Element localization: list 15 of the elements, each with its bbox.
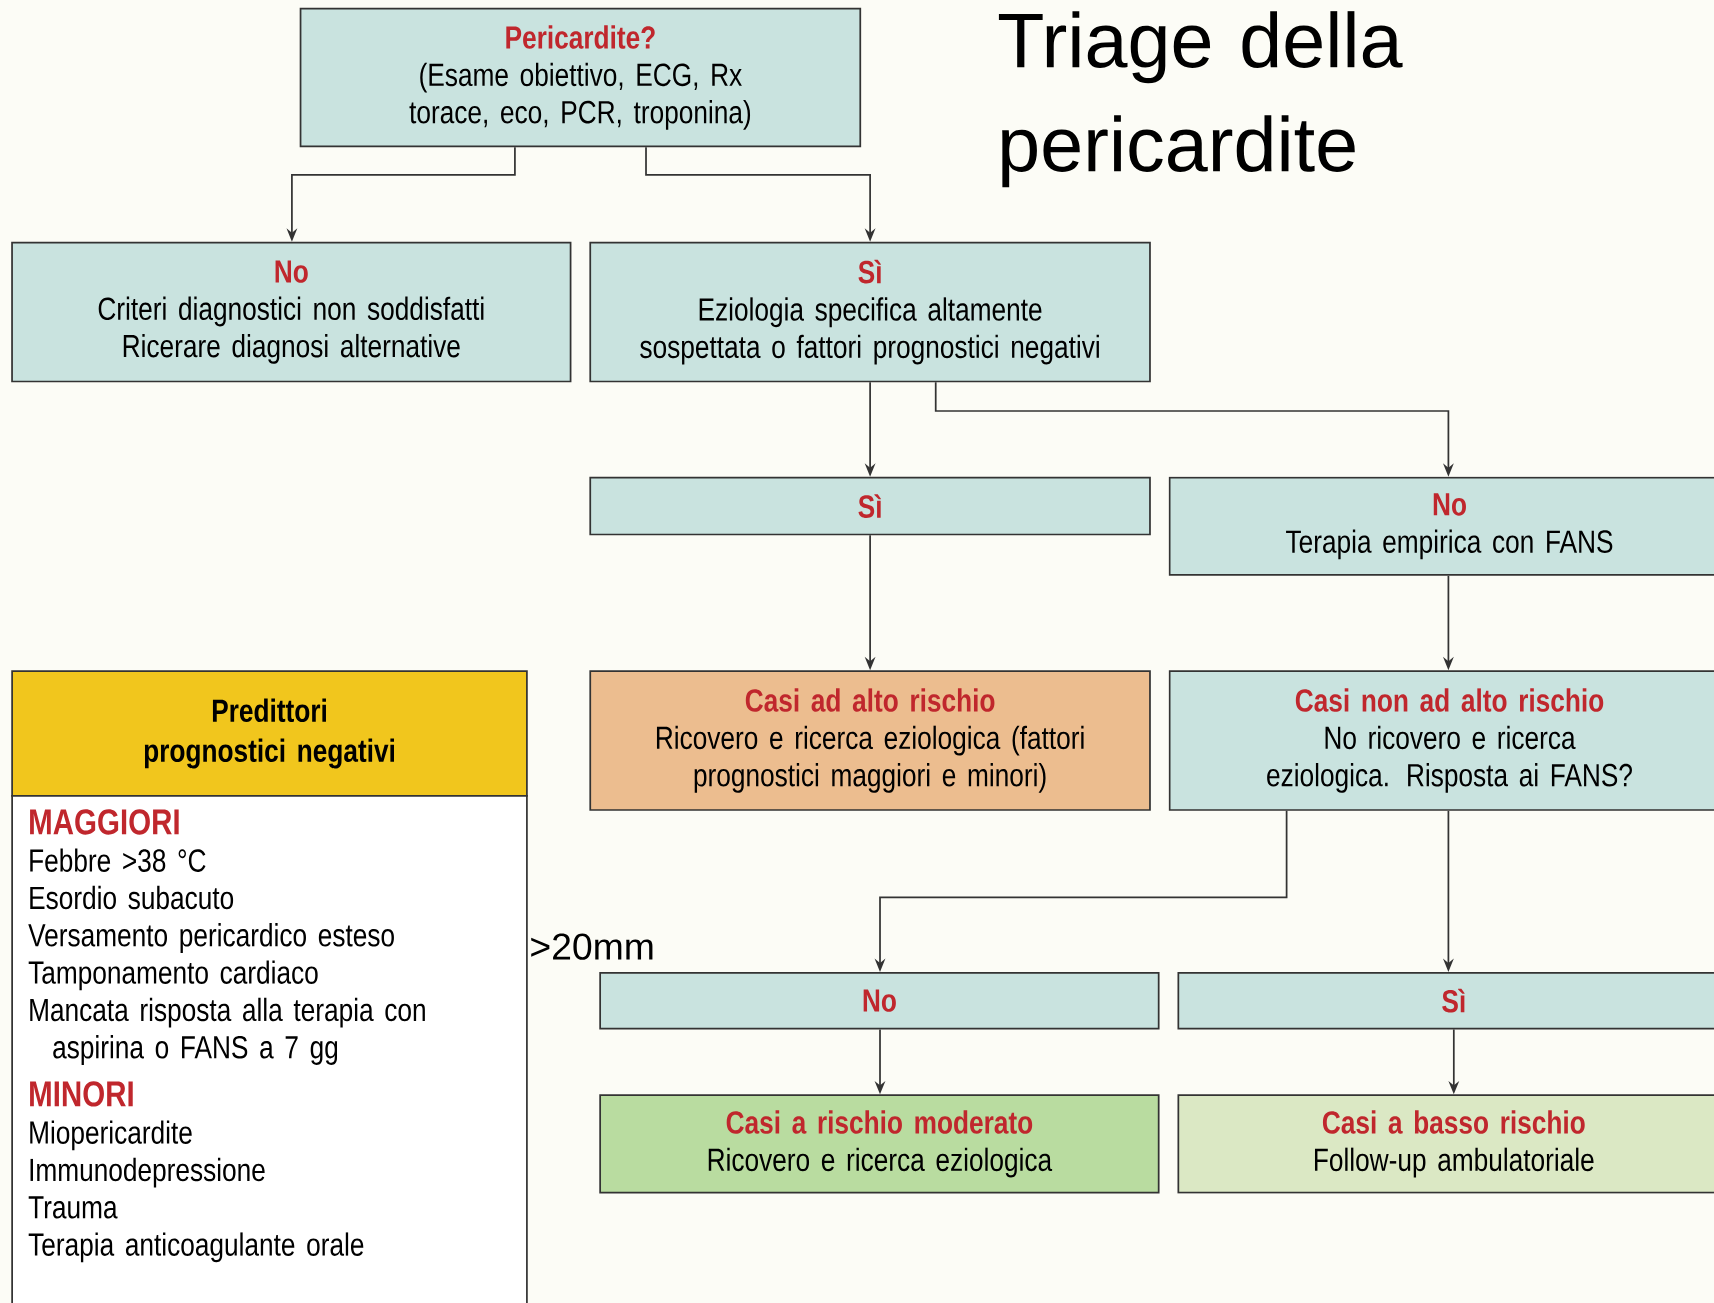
process-box: Sì Eziologia specifica altamente sospettata o fattori prognostici negativi [589,241,1151,383]
process-box: Sì [1177,971,1714,1030]
process-box: Sì [589,476,1151,536]
process-box: No Terapia empirica con FANS [1168,476,1714,576]
title: Triage della pericardite [998,11,1403,188]
header-box: Predittori prognostici negativi [11,670,528,797]
process-box: Casi ad alto rischio Ricovero e ricerca eziologica (fattori prognostici maggiori e minori) [589,670,1151,811]
measurement-note: >20mm [531,933,653,960]
process-box: Casi a basso rischio Follow-up ambulatoriale [1177,1094,1714,1194]
process-box: Casi a rischio moderato Ricovero e ricerca eziologica [599,1094,1160,1194]
process-box: No [599,971,1160,1030]
process-box: Casi non ad alto rischio No ricovero e ricerca eziologica. Risposta ai FANS? [1168,670,1714,811]
list-box: MAGGIORI Febbre >38 °C Esordio subacuto Versamento pericardico esteso Tamponamento cardiaco Mancata risposta alla terapia con aspirina o FANS a 7 gg MINORI Miopericardite Immunodepressione Trauma Terapia anticoagulante orale [11,794,528,1303]
process-box: Pericardite? (Esame obiettivo, ECG, Rx torace, eco, PCR, troponina) [299,7,862,148]
process-box: No Criteri diagnostici non soddisfatti Ricerare diagnosi alternative [11,241,572,383]
